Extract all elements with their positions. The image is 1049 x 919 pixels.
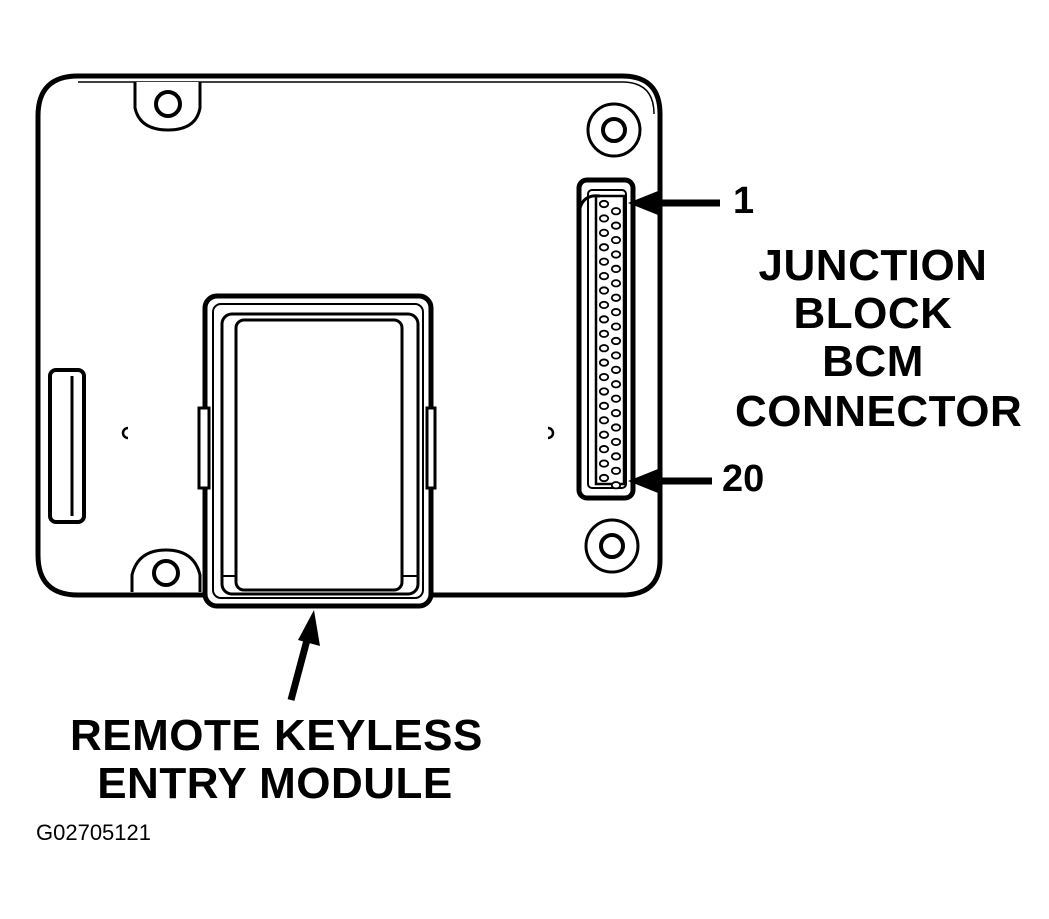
- pin-20-label: 20: [722, 458, 765, 500]
- module-label-line-1: REMOTE KEYLESS: [70, 711, 483, 760]
- connector-pin: [598, 445, 610, 454]
- connector-pin: [610, 322, 622, 331]
- connector-pin: [598, 387, 610, 396]
- connector-pin: [610, 264, 622, 273]
- connector-pin: [598, 372, 610, 382]
- connector-pin: [598, 401, 610, 410]
- mounting-boss-bottom-right: [584, 518, 640, 574]
- screw-left: [121, 426, 129, 440]
- connector-pin: [610, 336, 622, 346]
- junction-block-label-line-2: BLOCK: [793, 289, 953, 338]
- bcm-connector: [576, 177, 636, 501]
- pin-1-label: 1: [733, 180, 755, 222]
- figure-id: G02705121: [36, 820, 151, 845]
- connector-pin: [598, 459, 610, 468]
- remote-keyless-entry-module: [197, 293, 437, 609]
- mounting-hole-bottom-left: [130, 548, 202, 592]
- connector-pin: [610, 423, 622, 432]
- connector-pin: [610, 365, 622, 374]
- connector-pin: [598, 473, 610, 483]
- connector-pin: [598, 315, 610, 324]
- connector-pin: [610, 437, 622, 447]
- connector-pin: [598, 228, 610, 237]
- connector-pin: [610, 394, 622, 403]
- arrow-pin-20: [628, 469, 712, 493]
- connector-pin: [610, 235, 622, 245]
- mounting-boss-top-right: [586, 102, 642, 158]
- connector-pin: [610, 308, 622, 317]
- junction-block-label-line-4: CONNECTOR: [735, 387, 1023, 436]
- connector-pin-array: [598, 199, 622, 490]
- connector-pin: [598, 430, 610, 439]
- arrow-pin-1: [628, 191, 720, 215]
- arrow-module: [287, 610, 320, 701]
- connector-pin: [598, 257, 610, 266]
- connector-pin: [610, 221, 622, 230]
- connector-pin: [598, 300, 610, 310]
- side-clip: [48, 368, 86, 524]
- connector-pin: [610, 351, 622, 360]
- connector-pin: [610, 250, 622, 259]
- screw-right: [547, 426, 555, 440]
- connector-pin: [610, 293, 622, 302]
- connector-pin: [598, 243, 610, 252]
- module-label-line-2: ENTRY MODULE: [97, 759, 453, 808]
- mounting-hole-top-left: [133, 82, 202, 132]
- connector-pin: [598, 416, 610, 425]
- connector-pin: [598, 329, 610, 338]
- connector-pin: [610, 207, 622, 216]
- connector-pin: [610, 481, 622, 490]
- connector-pin: [610, 452, 622, 461]
- connector-pin: [610, 409, 622, 418]
- connector-pin: [598, 199, 610, 209]
- connector-pin: [598, 286, 610, 295]
- connector-pin: [610, 466, 622, 475]
- junction-block-label-line-3: BCM: [822, 337, 924, 386]
- connector-pin: [598, 214, 610, 223]
- connector-pin: [598, 272, 610, 281]
- connector-pin: [598, 344, 610, 353]
- connector-pin: [598, 358, 610, 367]
- connector-pin: [610, 380, 622, 389]
- junction-block-label-line-1: JUNCTION: [758, 241, 988, 290]
- connector-pin: [610, 279, 622, 288]
